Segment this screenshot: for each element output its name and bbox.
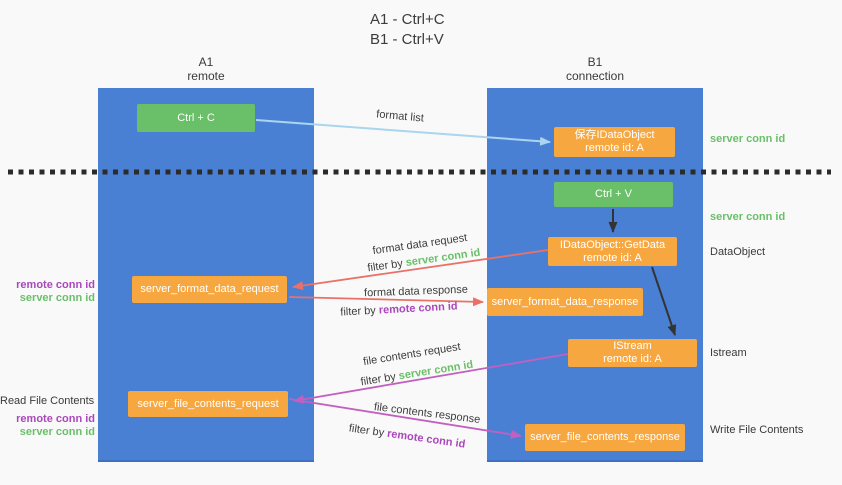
server-conn-id-annotation-1: server conn id: [710, 133, 786, 145]
lane-a1-name: A1: [198, 55, 214, 69]
ctrl-v-node: Ctrl + V: [554, 182, 673, 207]
filter-by-text: filter by: [348, 422, 385, 440]
save-idataobject-node: 保存IDataObject remote id: A: [554, 127, 675, 157]
server-file-contents-response-label: server_file_contents_response: [530, 431, 680, 443]
istream-node: IStream remote id: A: [568, 339, 697, 367]
server-conn-id-annotation-2: server conn id: [710, 211, 786, 223]
server-conn-id-annotation-3: server conn id: [19, 292, 95, 304]
title-line-1: A1 - Ctrl+C: [370, 11, 445, 28]
filter-by-text: filter by: [366, 257, 404, 275]
format-data-response-label: format data response: [363, 283, 469, 300]
server-file-contents-response-node: server_file_contents_response: [525, 424, 685, 451]
remote-conn-id-annotation-2: remote conn id: [16, 413, 95, 425]
lane-a1-subtitle: remote: [187, 69, 225, 83]
diagram-title: A1 - Ctrl+C B1 - Ctrl+V: [370, 10, 445, 50]
server-format-data-response-label: server_format_data_response: [491, 295, 639, 308]
server-conn-id-annotation-4: server conn id: [19, 426, 95, 438]
istream-annotation: Istream: [710, 347, 747, 359]
title-line-2: B1 - Ctrl+V: [370, 31, 444, 48]
ctrl-v-label: Ctrl + V: [595, 188, 632, 200]
server-format-data-request-node: server_format_data_request: [132, 276, 287, 303]
ctrl-c-label: Ctrl + C: [177, 111, 215, 124]
remote-conn-id-annotation-1: remote conn id: [16, 279, 95, 291]
dataobject-annotation: DataObject: [710, 246, 766, 258]
istream-line2: remote id: A: [603, 353, 662, 365]
format-list-label: format list: [375, 108, 425, 125]
read-file-contents-annotation: Read File Contents: [0, 395, 95, 407]
format-data-response-filter-label: filter by remote conn id: [340, 300, 458, 319]
remote-conn-id-key: remote conn id: [378, 300, 458, 317]
file-contents-response-filter-label: filter by remote conn id: [348, 422, 466, 451]
save-idataobject-line1: 保存IDataObject: [574, 129, 655, 141]
filter-by-text: filter by: [340, 304, 377, 319]
idataobject-getdata-node: IDataObject::GetData remote id: A: [548, 237, 677, 266]
lane-b1-subtitle: connection: [565, 69, 625, 83]
server-format-data-request-label: server_format_data_request: [140, 283, 279, 295]
save-idataobject-line2: remote id: A: [585, 142, 644, 154]
remote-conn-id-key: remote conn id: [386, 427, 467, 451]
lane-header-a1: A1 remote: [98, 55, 314, 83]
lane-header-b1: B1 connection: [487, 55, 703, 83]
ctrl-c-node: Ctrl + C: [137, 104, 255, 132]
server-file-contents-request-label: server_file_contents_request: [137, 397, 279, 410]
server-format-data-response-node: server_format_data_response: [487, 288, 643, 316]
filter-by-text: filter by: [359, 370, 397, 389]
server-file-contents-request-node: server_file_contents_request: [128, 391, 288, 417]
server-conn-id-key: server conn id: [397, 358, 475, 383]
lane-b1-name: B1: [587, 55, 603, 69]
getdata-line2: remote id: A: [583, 251, 642, 264]
istream-line1: IStream: [613, 340, 652, 352]
write-file-contents-annotation: Write File Contents: [710, 424, 804, 436]
file-contents-response-label: file contents response: [373, 401, 481, 426]
getdata-line1: IDataObject::GetData: [559, 238, 666, 251]
